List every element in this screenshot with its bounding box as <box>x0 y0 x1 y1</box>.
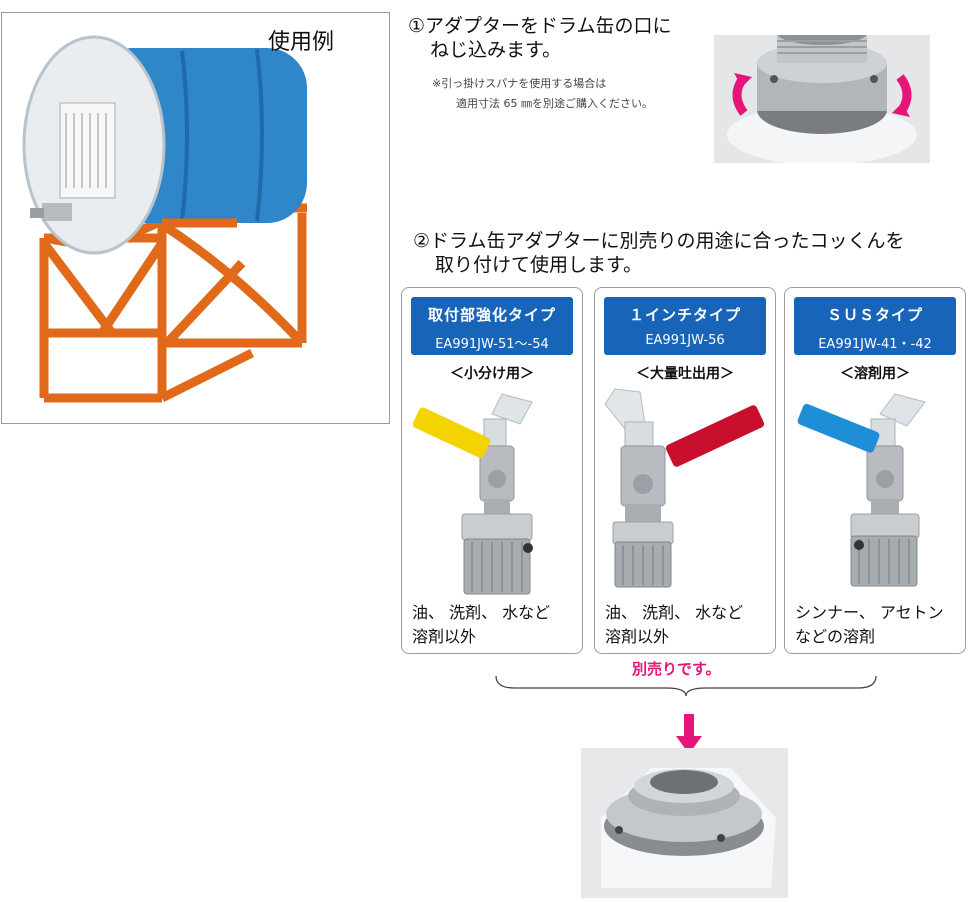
step2-text: ②ドラム缶アダプターに別売りの用途に合ったコッくんを 取り付けて使用します。 <box>413 229 904 277</box>
card-desc-line2: 溶剤以外 <box>605 627 670 646</box>
spanner-note: ※引っ掛けスパナを使用する場合は 適用寸法 65 ㎜を別途ご購入ください。 <box>432 74 653 114</box>
card-desc-line1: シンナー、 アセトン <box>795 603 944 622</box>
step1-line2: ねじ込みます。 <box>430 39 562 61</box>
card-description: シンナー、 アセトン などの溶剤 <box>795 601 944 649</box>
step2-line2: 取り付けて使用します。 <box>435 254 643 276</box>
note-line2: 適用寸法 65 ㎜を別途ご購入ください。 <box>456 97 653 110</box>
down-arrow-icon <box>676 714 702 754</box>
step2-line1: ②ドラム缶アダプターに別売りの用途に合ったコッくんを <box>413 230 905 252</box>
card-code: EA991JW-51～-54 <box>435 337 549 352</box>
product-card-1inch: １インチタイプ EA991JW-56 ＜大量吐出用＞ 油、 洗剤、 水など 溶剤… <box>594 287 776 654</box>
card-description: 油、 洗剤、 水など 溶剤以外 <box>412 601 550 649</box>
note-line1: ※引っ掛けスパナを使用する場合は <box>432 77 607 90</box>
drum-on-stand-illustration <box>22 35 307 403</box>
example-photo-frame <box>1 12 390 424</box>
valve-photo-1inch <box>604 388 765 588</box>
sold-separately-label: 別売りです。 <box>632 660 721 678</box>
card-name: １インチタイプ <box>628 306 741 324</box>
card-desc-line2: などの溶剤 <box>795 627 876 646</box>
adapter-install-photo <box>714 21 930 165</box>
card-header: 取付部強化タイプ EA991JW-51～-54 <box>411 297 573 355</box>
drum-valve <box>42 203 72 221</box>
card-description: 油、 洗剤、 水など 溶剤以外 <box>605 601 743 649</box>
valve-photo-sus <box>797 393 926 587</box>
installed-adapter-photo <box>581 748 788 898</box>
card-header: ＳＵＳタイプ EA991JW-41・-42 <box>794 297 956 355</box>
card-usage: ＜大量吐出用＞ <box>636 366 734 382</box>
valve-photo-reinforced <box>412 393 533 595</box>
product-card-sus: ＳＵＳタイプ EA991JW-41・-42 ＜溶剤用＞ シンナー、 アセトン な… <box>784 287 966 654</box>
card-usage: ＜小分け用＞ <box>450 366 534 382</box>
card-desc-line1: 油、 洗剤、 水など <box>605 603 744 622</box>
example-label: 使用例 <box>268 30 335 55</box>
step1-text: ①アダプターをドラム缶の口に ねじ込みます。 <box>408 14 671 62</box>
card-name: ＳＵＳタイプ <box>826 306 923 324</box>
card-code: EA991JW-56 <box>645 333 725 348</box>
product-card-reinforced: 取付部強化タイプ EA991JW-51～-54 ＜小分け用＞ 油、 洗剤、 水な… <box>401 287 583 654</box>
card-usage: ＜溶剤用＞ <box>840 366 910 382</box>
card-desc-line2: 溶剤以外 <box>412 627 477 646</box>
step1-line1: ①アダプターをドラム缶の口に <box>408 15 672 37</box>
card-desc-line1: 油、 洗剤、 水など <box>412 603 551 622</box>
card-name: 取付部強化タイプ <box>427 306 556 324</box>
card-header: １インチタイプ EA991JW-56 <box>604 297 766 355</box>
card-code: EA991JW-41・-42 <box>818 337 932 352</box>
grouping-brace <box>495 675 877 697</box>
